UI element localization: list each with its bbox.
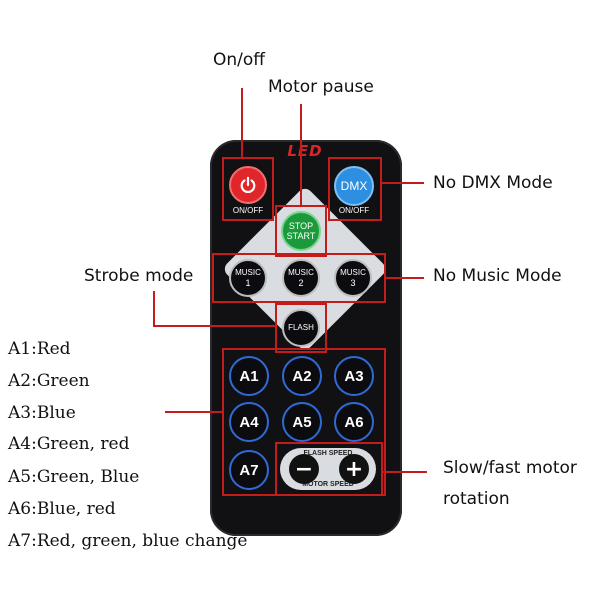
power-icon — [240, 176, 256, 194]
music-1-word: MUSIC — [235, 268, 261, 277]
legend-a1: A1:Red — [8, 339, 71, 359]
power-button[interactable] — [229, 166, 267, 204]
legend-a2: A2:Green — [8, 371, 90, 391]
motor-speed-label: MOTOR SPEED — [302, 481, 354, 488]
flash-button[interactable]: FLASH — [282, 309, 320, 347]
highlight-power — [222, 157, 274, 221]
legend-a3: A3:Blue — [8, 403, 76, 423]
music-3-button[interactable]: MUSIC 3 — [334, 259, 372, 297]
a3-button[interactable]: A3 — [334, 356, 374, 396]
start-text: START — [286, 231, 316, 241]
highlight-music — [212, 253, 386, 303]
a5-button[interactable]: A5 — [282, 402, 322, 442]
stop-text: STOP — [288, 221, 314, 231]
a7-button[interactable]: A7 — [229, 450, 269, 490]
flash-speed-label: FLASH SPEED — [303, 450, 353, 457]
a4-button[interactable]: A4 — [229, 402, 269, 442]
brand-logo: LED — [287, 142, 323, 160]
legend-a6: A6:Blue, red — [8, 499, 116, 519]
label-motor-pause: Motor pause — [268, 77, 374, 97]
music-2-number: 2 — [298, 278, 304, 288]
a2-button[interactable]: A2 — [282, 356, 322, 396]
a1-button[interactable]: A1 — [229, 356, 269, 396]
stop-start-button[interactable]: STOP START — [281, 211, 321, 251]
dmx-button[interactable]: DMX — [334, 166, 374, 206]
line-music — [386, 277, 424, 279]
line-dmx — [382, 182, 424, 184]
line-motor-pause — [300, 104, 302, 206]
line-onoff — [241, 88, 243, 158]
line-strobe-v — [153, 291, 155, 327]
label-on-off: On/off — [213, 50, 265, 70]
label-strobe: Strobe mode — [84, 266, 194, 286]
flash-text: FLASH — [288, 323, 314, 332]
line-strobe-h — [153, 325, 275, 327]
line-speed — [383, 471, 427, 473]
highlight-speed — [275, 442, 383, 496]
music-3-word: MUSIC — [340, 268, 366, 277]
highlight-dmx — [328, 157, 382, 221]
power-label: ON/OFF — [232, 206, 264, 215]
dmx-label: ON/OFF — [338, 206, 370, 215]
label-slow-fast-2: rotation — [443, 489, 510, 509]
label-slow-fast-1: Slow/fast motor — [443, 458, 577, 478]
legend-a4: A4:Green, red — [8, 434, 130, 454]
music-1-button[interactable]: MUSIC 1 — [229, 259, 267, 297]
label-no-dmx: No DMX Mode — [433, 173, 553, 193]
music-3-number: 3 — [350, 278, 356, 288]
highlight-flash — [275, 303, 327, 353]
a6-button[interactable]: A6 — [334, 402, 374, 442]
plus-button[interactable]: + — [339, 454, 369, 484]
legend-a5: A5:Green, Blue — [8, 467, 140, 487]
legend-a7: A7:Red, green, blue change — [8, 531, 248, 551]
minus-button[interactable]: − — [289, 454, 319, 484]
music-2-button[interactable]: MUSIC 2 — [282, 259, 320, 297]
dmx-text: DMX — [340, 179, 368, 193]
music-1-number: 1 — [245, 278, 251, 288]
label-no-music: No Music Mode — [433, 266, 562, 286]
highlight-stop — [275, 205, 327, 257]
line-a-buttons — [165, 411, 222, 413]
music-2-word: MUSIC — [288, 268, 314, 277]
